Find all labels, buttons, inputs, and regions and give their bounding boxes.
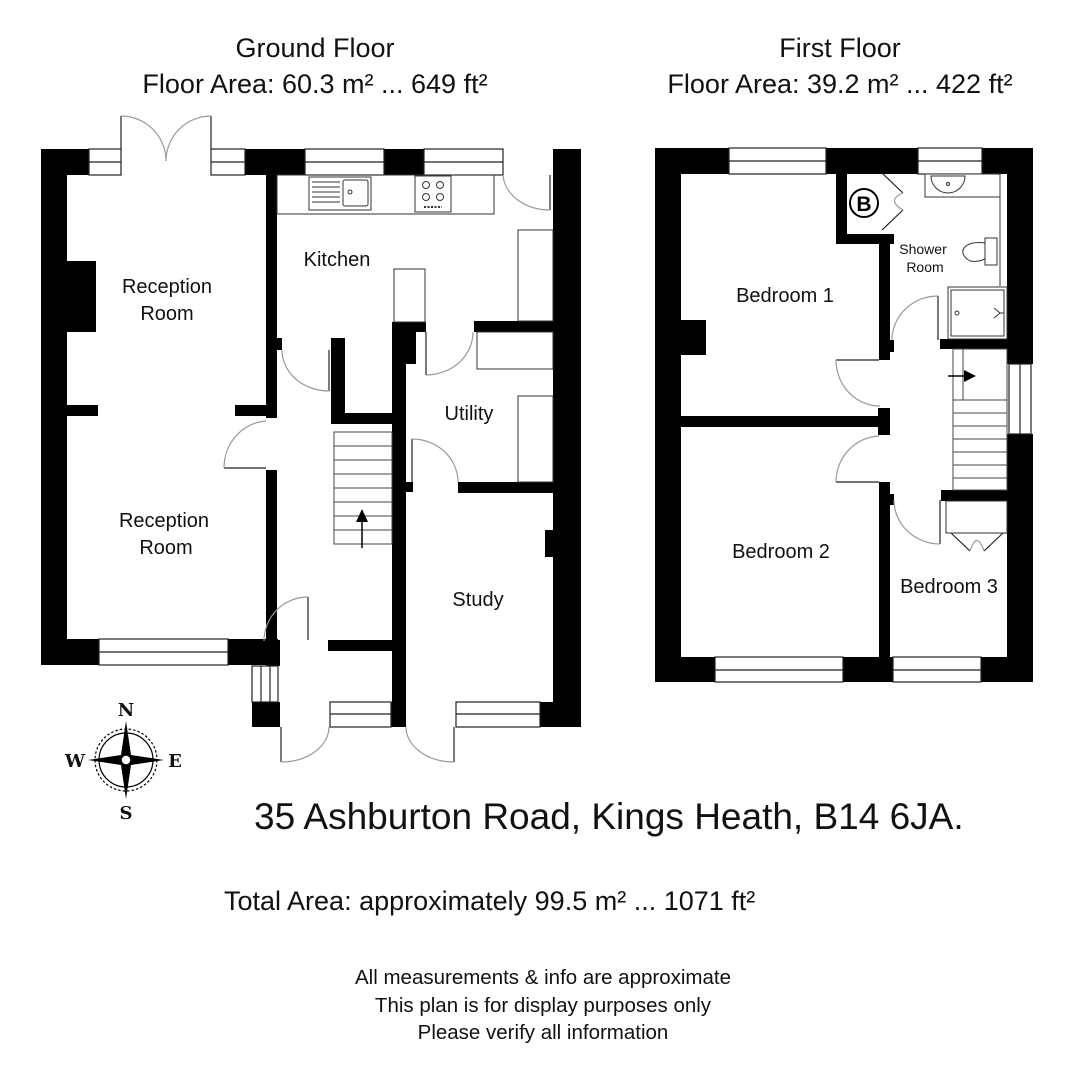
compass-north: N [118, 700, 134, 721]
first-floor-room-labels: Bedroom 1 Bedroom 2 Bedroom 3 Shower Roo… [732, 241, 998, 598]
first-floor-windows [714, 147, 1032, 683]
tall-unit [517, 229, 554, 322]
ground-floor-windows [88, 148, 541, 728]
first-floor-stairs [948, 348, 1008, 491]
disclaimer-line: All measurements & info are approximate [354, 966, 731, 989]
first-floor-area: Floor Area: 39.2 m² ... 422 ft² [667, 69, 1013, 99]
ground-floor-heading: Ground Floor Floor Area: 60.3 m² ... 649… [60, 30, 570, 102]
sink-icon [308, 176, 372, 211]
first-floor-doors [835, 172, 1004, 552]
total-area: Total Area: approximately 99.5 m² ... 10… [224, 886, 756, 916]
ground-floor-plan [41, 149, 581, 727]
disclaimer-line: Please verify all information [417, 1021, 669, 1044]
room-label-bedroom-2: Bedroom 2 [732, 541, 830, 563]
utility-counter [476, 331, 554, 370]
ground-floor-room-labels: Reception Room Reception Room Kitchen Ut… [119, 249, 504, 611]
room-label-reception-room-1: Reception [122, 276, 212, 298]
wardrobe-icon [945, 500, 1008, 534]
kitchen-worktop [276, 174, 495, 215]
first-floor-heading: First Floor Floor Area: 39.2 m² ... 422 … [590, 30, 1070, 102]
shower-tray-icon [947, 286, 1008, 340]
cupboard [393, 268, 426, 323]
boiler-badge: B [849, 188, 879, 218]
room-label-bedroom-1: Bedroom 1 [736, 285, 834, 307]
svg-text:Room: Room [140, 303, 193, 325]
compass-rose-icon: N S W E [64, 700, 182, 824]
washbasin-icon [924, 173, 1001, 198]
room-label-kitchen: Kitchen [304, 249, 371, 271]
ground-floor-stairs [333, 431, 393, 548]
ground-floor-title: Ground Floor [235, 33, 395, 63]
svg-text:Room: Room [906, 259, 943, 275]
room-label-study: Study [452, 589, 503, 611]
utility-unit [517, 395, 554, 483]
room-label-bedroom-3: Bedroom 3 [900, 576, 998, 598]
room-label-reception-room-2: Reception [119, 510, 209, 532]
ground-floor-area: Floor Area: 60.3 m² ... 649 ft² [142, 69, 488, 99]
compass-east: E [168, 751, 182, 772]
kitchen-fixtures [276, 174, 554, 483]
room-label-shower-room: Shower [899, 241, 947, 257]
property-address: 35 Ashburton Road, Kings Heath, B14 6JA. [254, 796, 964, 837]
compass-south: S [120, 803, 133, 824]
first-floor-plan [655, 148, 1033, 682]
compass-west: W [64, 751, 86, 772]
ground-floor-doors [120, 115, 551, 763]
hob-icon [414, 175, 452, 213]
disclaimer: All measurements & info are approximate … [293, 964, 793, 1047]
room-label-utility: Utility [445, 403, 494, 425]
toilet-icon [962, 237, 998, 266]
svg-text:Room: Room [139, 537, 192, 559]
boiler-icon: B [856, 193, 871, 216]
disclaimer-line: This plan is for display purposes only [374, 993, 712, 1017]
first-floor-fixtures [924, 173, 1008, 534]
first-floor-title: First Floor [779, 33, 901, 63]
